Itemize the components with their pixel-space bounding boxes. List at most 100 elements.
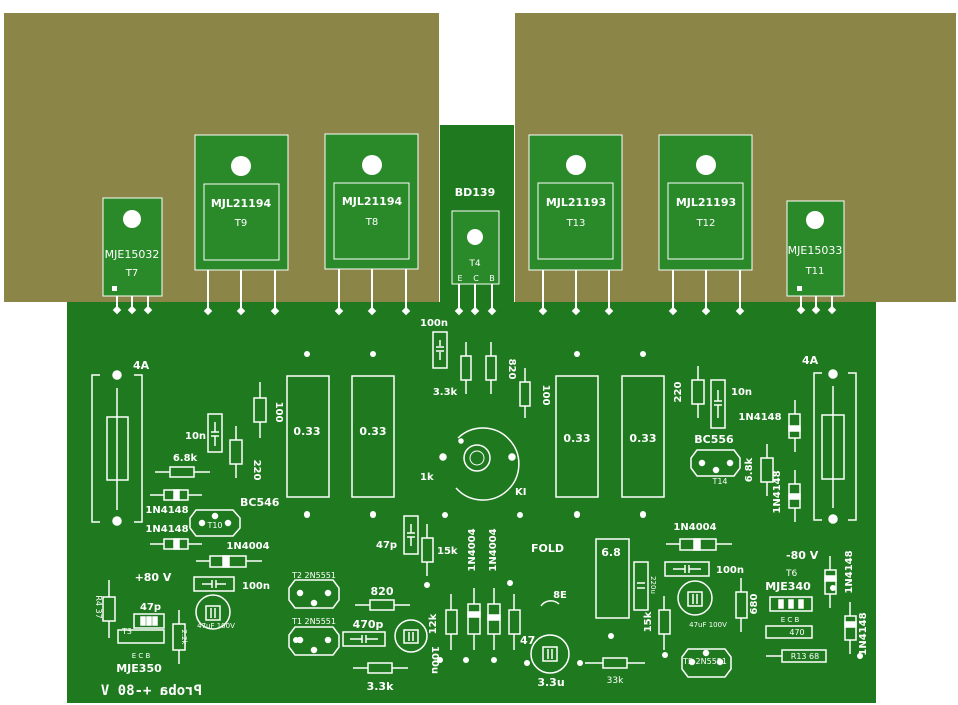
- t13-ref-label: T13: [566, 218, 586, 229]
- capacitor-470p: [342, 631, 386, 647]
- resistor-820-top-label: 820: [506, 359, 517, 380]
- diode-1n4148-right-d-label: 1N4148: [858, 612, 869, 655]
- diode-1n4004-right-label: 1N4004: [673, 522, 716, 533]
- transistor-t3: [117, 613, 165, 644]
- capacitor-33u: [530, 600, 570, 674]
- resistor-15k-right-label: 15k: [643, 611, 654, 632]
- transistor-t6: [769, 596, 813, 612]
- resistor-100-top: [519, 368, 531, 418]
- fuse-right: [813, 369, 857, 524]
- resistor-15k-right: [658, 596, 671, 650]
- resistor-68k-left: [155, 466, 210, 478]
- t11-part-label: MJE15033: [788, 244, 843, 257]
- resistor-100-left: [253, 382, 267, 438]
- capacitor-100n-left-label: 100n: [242, 581, 270, 592]
- resistor-r4: [102, 580, 116, 638]
- board-title: Proba +-80 V: [100, 683, 202, 699]
- resistor-100-left-label: 100: [273, 402, 284, 423]
- resistor-33k-bottom: [353, 662, 408, 674]
- capacitor-100n-top: [432, 331, 448, 369]
- transistor-t9: MJL21194 T9: [194, 134, 289, 311]
- transistor-bc546: [189, 509, 241, 537]
- transistor-t14-label: T14: [711, 477, 727, 486]
- resistor-r13: [766, 649, 827, 663]
- t4-pin-e: E: [457, 274, 462, 283]
- transistor-t11: MJE15033 T11: [786, 200, 845, 310]
- ebc-left-label: E C B: [132, 652, 151, 660]
- resistor-820-top: [485, 342, 497, 394]
- resistor-12k: [445, 594, 458, 650]
- trimpot-ki-label: KI: [515, 487, 526, 498]
- transistor-bc546-label: BC546: [240, 496, 280, 509]
- resistor-220-right-label: 220: [673, 382, 684, 403]
- diode-1n4004-mid-a: [467, 588, 481, 650]
- diode-1n4148-right-a-label: 1N4148: [738, 412, 781, 423]
- resistor-680: [735, 578, 748, 632]
- transistor-t2-label: T2 2N5551: [291, 571, 336, 580]
- resistor-r4-label: R4 37: [94, 595, 103, 618]
- resistor-68: [595, 538, 630, 619]
- capacitor-220u: [633, 561, 649, 611]
- diode-1n4148-left-b-label: 1N4148: [145, 524, 188, 535]
- resistor-033-d-label: 0.33: [629, 432, 656, 445]
- resistor-68k-right: [760, 444, 774, 496]
- resistor-033-b-label: 0.33: [359, 425, 386, 438]
- resistor-033-a: 0.33: [286, 351, 330, 518]
- t4-part-label: BD139: [455, 186, 495, 199]
- capacitor-47uf-left-label: 47uF 100V: [197, 622, 235, 630]
- resistor-r13-label: R13 68: [791, 652, 819, 661]
- resistor-33k-top: [460, 342, 472, 394]
- diode-1n4004-mid-b: [487, 588, 501, 650]
- supply-minus80-label: -80 V: [786, 549, 819, 562]
- diode-1n4004-right: [666, 538, 732, 551]
- transistor-t13: MJL21193 T13: [528, 134, 623, 311]
- supply-plus80-label: +80 V: [135, 571, 172, 584]
- transistor-t5: [681, 648, 732, 678]
- transistor-t8: MJL21194 T8: [324, 133, 419, 311]
- resistor-033-a-label: 0.33: [293, 425, 320, 438]
- t11-ref-label: T11: [805, 266, 825, 277]
- capacitor-10n-left: [207, 413, 223, 453]
- resistor-68k-left-label: 6.8k: [173, 453, 198, 464]
- diode-1n4004-mid-a-label: 1N4004: [467, 528, 478, 571]
- trimpot-1k-label: 1k: [420, 472, 434, 483]
- pad-row: [112, 305, 837, 316]
- transistor-t7: MJE15032 T7: [102, 197, 163, 310]
- resistor-470-label: 470: [789, 628, 804, 637]
- t13-part-label: MJL21193: [546, 196, 606, 209]
- t8-part-label: MJL21194: [342, 195, 403, 208]
- resistor-33k-label: 33k: [607, 676, 624, 686]
- fuse-left-label: 4A: [133, 359, 150, 372]
- capacitor-100n-right-label: 100n: [716, 565, 744, 576]
- resistor-12k-label: 12k: [428, 613, 439, 634]
- t4-ref-label: T4: [468, 259, 480, 269]
- resistor-47-label: 47: [520, 634, 535, 647]
- resistor-220-left-label: 220: [251, 460, 262, 481]
- t7-ref-label: T7: [125, 268, 138, 279]
- transistor-t1: [288, 626, 340, 656]
- capacitor-100u: [394, 619, 428, 653]
- resistor-470: [765, 625, 813, 639]
- transistor-mje340-label: MJE340: [765, 580, 811, 593]
- resistor-22k: [172, 610, 186, 664]
- resistor-15k-mid-label: 15k: [437, 546, 458, 557]
- resistor-220-left: [229, 426, 243, 478]
- capacitor-47p-mid-label: 47p: [376, 540, 397, 551]
- misc-pads: [293, 511, 863, 666]
- diode-1n4004-left-label: 1N4004: [226, 541, 269, 552]
- transistor-t1-label: T1 2N5551: [291, 617, 336, 626]
- capacitor-10n-left-label: 10n: [185, 431, 206, 442]
- capacitor-47uf-left: [195, 594, 231, 630]
- diode-1n4148-left-a: [150, 489, 202, 501]
- trimpot-1k: [439, 427, 520, 501]
- resistor-33k-bottom-label: 3.3k: [367, 680, 394, 693]
- resistor-100-top-label: 100: [540, 385, 551, 406]
- diode-1n4004-mid-b-label: 1N4004: [488, 528, 499, 571]
- t12-part-label: MJL21193: [676, 196, 736, 209]
- resistor-680-label: 680: [749, 594, 760, 615]
- capacitor-47p-mid: [403, 515, 419, 555]
- diode-1n4148-right-b: [788, 470, 801, 522]
- resistor-820-bottom-label: 820: [371, 585, 394, 598]
- diode-1n4148-left-a-label: 1N4148: [145, 505, 188, 516]
